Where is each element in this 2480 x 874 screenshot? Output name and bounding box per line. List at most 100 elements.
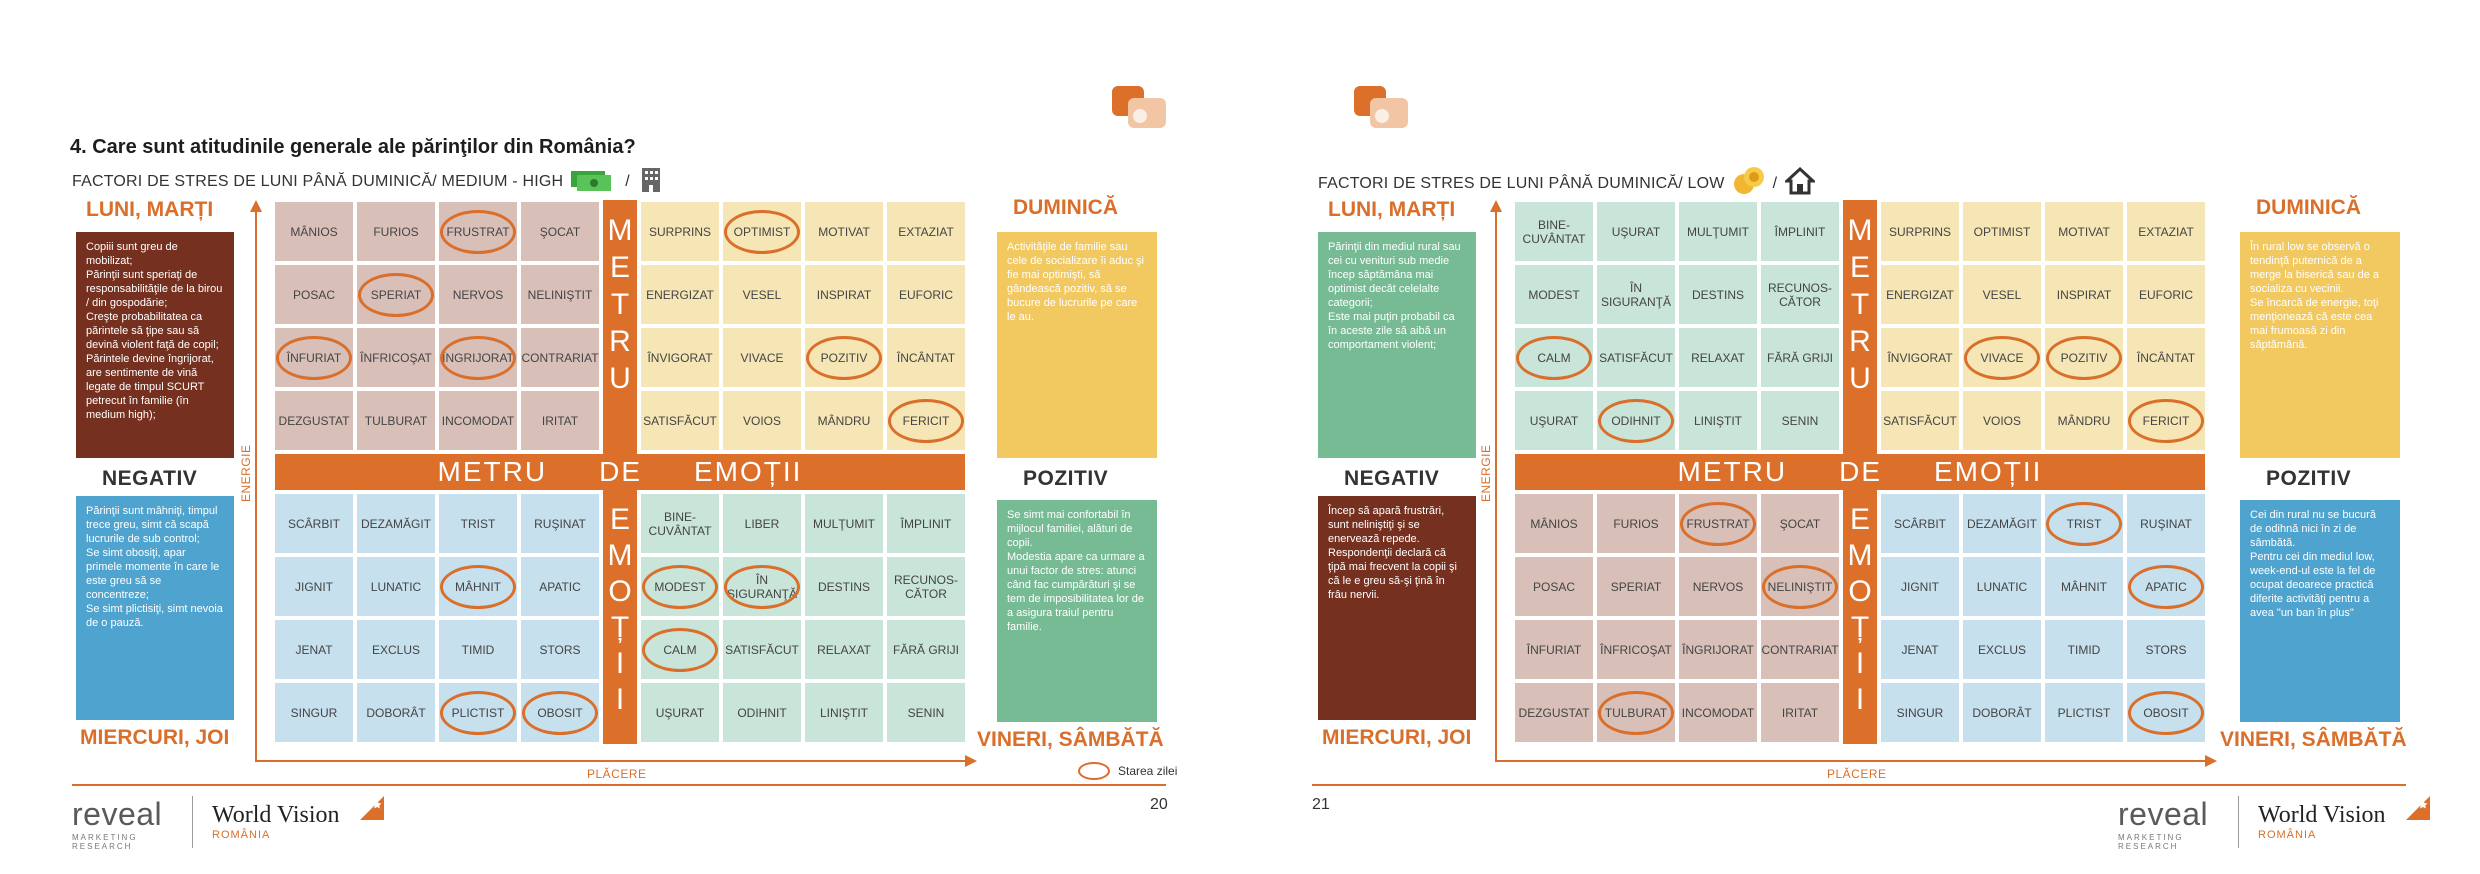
reveal-sub2: RESEARCH [72,842,133,851]
reveal-wordmark: reveal [2118,796,2209,832]
emotion-cell-circled: APATIC [2127,557,2205,616]
emotion-cell: UŞURAT [641,683,719,742]
emotii-letter: I [615,683,625,716]
energy-axis-arrow [250,200,262,212]
emotii-letter: I [615,647,625,680]
emotion-cell: DOBORÂT [357,683,435,742]
note-line: Copiii sunt greu de mobilizat; [86,241,178,267]
emotion-cell: ŞOCAT [1761,494,1839,553]
emotion-cell-circled: NELINIŞTIT [1761,557,1839,616]
emotii-letter: I [1855,647,1865,680]
label-pozitiv: POZITIV [2266,467,2352,490]
emotion-cell: NELINIŞTIT [521,265,599,324]
emotion-cell: LINIŞTIT [805,683,883,742]
emotion-cell: RUŞINAT [521,494,599,553]
emotion-cell: APATIC [521,557,599,616]
emotion-cell: IRITAT [521,391,599,450]
emotion-cell: EXCLUS [1963,620,2041,679]
emotion-cell: VESEL [1963,265,2041,324]
emotion-cell: ÎN SIGURANŢĂ [1597,265,1675,324]
emotion-cell: EUFORIC [2127,265,2205,324]
emotii-letter: Ț [610,611,630,644]
note-line: Activităţile de familie sau cele de soci… [1007,241,1144,323]
emotion-cell: SINGUR [1881,683,1959,742]
note-line: Pentru cei din mediul low, week-end-ul e… [2250,551,2376,619]
emotion-cell: SURPRINS [1881,202,1959,261]
emotion-cell: LINIŞTIT [1679,391,1757,450]
emotion-cell: VOIOS [723,391,801,450]
emotion-cell: LUNATIC [1963,557,2041,616]
pleasure-axis-label: PLĂCERE [1827,767,1887,781]
emotion-cell: DEZAMĂGIT [1963,494,2041,553]
note-tl: Copiii sunt greu de mobilizat;Părinţii s… [76,232,234,458]
emotion-cell: JENAT [1881,620,1959,679]
emotion-cell: VESEL [723,265,801,324]
label-negativ: NEGATIV [1344,467,1440,490]
note-line: Părinţii din mediul rural sau cei cu ven… [1328,241,1461,309]
emotii-letter: E [609,503,630,536]
label-miercuri-joi: MIERCURI, JOI [1322,726,1472,749]
emotion-cell: ÎNCÂNTAT [887,328,965,387]
emotion-cell: RECUNOS-CĂTOR [887,557,965,616]
note-line: Se simt plictisiţi, simt nevoia de o pau… [86,603,223,629]
emotion-cell-circled: FERICIT [2127,391,2205,450]
emotion-cell-circled: OPTIMIST [723,202,801,261]
emotion-cell: LIBER [723,494,801,553]
emotion-cell: LUNATIC [357,557,435,616]
emotion-cell: POSAC [1515,557,1593,616]
metru-letter: T [610,288,630,321]
emotion-cell: SATISFĂCUT [723,620,801,679]
pleasure-axis-arrow [965,755,977,767]
label-luni-marti: LUNI, MARȚI [86,198,214,221]
note-line: Este mai puţin probabil ca în aceste zil… [1328,311,1455,351]
emotion-cell: DESTINS [1679,265,1757,324]
emotion-cell: DEZGUSTAT [275,391,353,450]
world-vision-country: ROMÂNIA [212,829,271,841]
emotion-cell: EUFORIC [887,265,965,324]
emotion-cell: INCOMODAT [439,391,517,450]
emotion-cell: ÎNFRICOŞAT [357,328,435,387]
emotion-cell: RECUNOS-CĂTOR [1761,265,1839,324]
money-icon [571,167,617,196]
emotion-cell: EXTAZIAT [2127,202,2205,261]
logo-divider [2238,796,2239,848]
emotion-cell: MÂNIOS [1515,494,1593,553]
emotion-cell: BINE-CUVÂNTAT [641,494,719,553]
emotion-cell-circled: FRUSTRAT [439,202,517,261]
emotii-letter: E [1849,503,1870,536]
emotion-cell: ODIHNIT [723,683,801,742]
emotion-cell: NERVOS [1679,557,1757,616]
emotion-cell: SPERIAT [1597,557,1675,616]
emotion-cell: MÂHNIT [2045,557,2123,616]
emotion-cell: DESTINS [805,557,883,616]
note-line: Modestia apare ca urmare a unui factor d… [1007,551,1145,633]
emotion-cell: POSAC [275,265,353,324]
emotion-cell: INSPIRAT [805,265,883,324]
metru-letter: T [1850,288,1870,321]
emotion-cell: TULBURAT [357,391,435,450]
emotion-cell: EXTAZIAT [887,202,965,261]
emotion-cell: DEZGUSTAT [1515,683,1593,742]
emotion-cell: MULŢUMIT [805,494,883,553]
emotii-letter: M [607,539,633,572]
emotion-cell: MODEST [1515,265,1593,324]
emotion-cell-circled: TRIST [2045,494,2123,553]
house-icon [1783,166,1818,200]
emotion-cell-circled: VIVACE [1963,328,2041,387]
note-br: Cei din rural nu se bucură de odihnă nic… [2240,500,2400,722]
emotion-cell: FURIOS [1597,494,1675,553]
emotion-cell: RELAXAT [805,620,883,679]
emotii-letter: I [1855,683,1865,716]
note-bl: Părinţii sunt mâhniţi, timpul trece greu… [76,496,234,720]
note-line: Creşte probabilitatea ca părintele să ţi… [86,311,219,351]
emotion-cell: TIMID [2045,620,2123,679]
world-vision-wordmark: World Vision [2258,802,2386,828]
metru-letter: U [609,362,631,395]
emotion-cell: BINE-CUVÂNTAT [1515,202,1593,261]
subtitle-text: FACTORI DE STRES DE LUNI PÂNĂ DUMINICĂ/ … [72,172,564,190]
emotion-cell: ÎMPLINIT [887,494,965,553]
